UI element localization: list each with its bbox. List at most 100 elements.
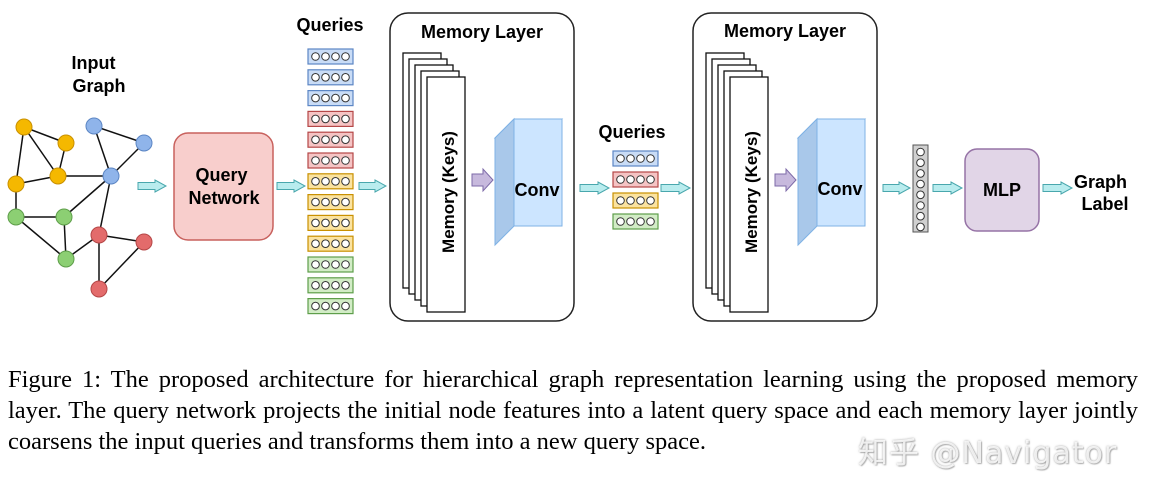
graph-node	[135, 233, 153, 251]
query-vector-cell	[331, 281, 340, 290]
conv-side-face	[797, 117, 818, 247]
query-vector-cell	[646, 154, 655, 163]
vector-cell	[916, 179, 925, 189]
query-vector-cell	[331, 156, 340, 165]
query-vector-cell	[341, 260, 350, 269]
query-vector	[612, 171, 659, 188]
graph-edge	[98, 175, 112, 236]
vector-cell	[916, 222, 925, 232]
query-vector-cell	[341, 177, 350, 186]
graph-edge	[15, 126, 25, 185]
query-vector-cell	[616, 217, 625, 226]
flow-arrow	[660, 181, 692, 195]
query-vector-cell	[636, 217, 645, 226]
vector-frame	[912, 144, 929, 233]
query-vector	[612, 192, 659, 209]
graph-edge	[93, 125, 112, 177]
figure-caption: Figure 1: The proposed architecture for …	[8, 366, 1138, 455]
query-vector	[307, 89, 354, 107]
query-vector-cell	[636, 175, 645, 184]
query-vector	[307, 298, 354, 315]
query-vector-cell	[311, 73, 320, 82]
query-vector-cell	[341, 135, 350, 144]
query-vector-cell	[311, 114, 320, 124]
graph-edge	[23, 126, 59, 177]
flow-arrow	[276, 179, 307, 193]
query-vector-cell	[646, 175, 655, 184]
query-vector-cell	[331, 301, 340, 311]
input-graph	[7, 117, 153, 298]
query-vector-cell	[331, 218, 340, 228]
query-vector-cell	[616, 196, 625, 205]
vector-cell	[916, 158, 925, 167]
input-graph-label: Input Graph	[72, 53, 126, 96]
query-vector-cell	[311, 260, 320, 269]
query-vector-cell	[636, 154, 645, 163]
query-vector	[307, 69, 354, 86]
graph-node	[49, 167, 67, 185]
query-vector-cell	[646, 217, 655, 226]
query-vector	[612, 150, 659, 167]
query-vector-cell	[311, 93, 320, 103]
query-vector	[307, 48, 354, 65]
query-network-box	[173, 132, 274, 241]
query-vector-cell	[331, 177, 340, 186]
flow-arrow	[932, 181, 964, 195]
memory-keys-label-1: Memory (Keys)	[439, 131, 458, 253]
memory-keys-label-2: Memory (Keys)	[742, 131, 761, 253]
memory-key-sheet	[426, 76, 466, 313]
vector-cell	[916, 201, 925, 210]
memory-keys-stack-1	[402, 52, 466, 313]
flow-arrow	[882, 181, 912, 195]
graph-node	[90, 226, 108, 244]
query-vector	[307, 131, 354, 148]
graph-node	[90, 280, 108, 298]
query-vector-cell	[311, 301, 320, 311]
query-vector-cell	[311, 239, 320, 248]
query-vector-cell	[341, 114, 350, 124]
query-vector-cell	[626, 175, 635, 184]
graph-edge	[93, 125, 145, 144]
query-vector	[307, 277, 354, 294]
query-vector-cell	[341, 73, 350, 82]
query-vector-cell	[331, 197, 340, 207]
conv-side-face	[494, 117, 515, 247]
query-vector-cell	[331, 73, 340, 82]
query-vector-cell	[341, 156, 350, 165]
graph-node	[135, 134, 153, 152]
query-vector-cell	[311, 52, 320, 61]
graph-node	[57, 134, 75, 152]
vector-cell	[916, 211, 925, 221]
conv-front-face	[816, 118, 866, 227]
graph-node	[57, 250, 75, 268]
query-vector-cell	[331, 114, 340, 124]
query-vector-cell	[321, 197, 330, 207]
output-embedding-vector	[912, 144, 929, 233]
query-vector-cell	[341, 218, 350, 228]
query-vector	[307, 152, 354, 169]
query-vector-cell	[331, 52, 340, 61]
query-vector-cell	[626, 217, 635, 226]
query-vector-cell	[321, 156, 330, 165]
conv-label-2: Conv	[818, 179, 863, 199]
memory-layer-2-title: Memory Layer	[724, 21, 846, 41]
query-vector-cell	[616, 175, 625, 184]
graph-node	[7, 175, 25, 193]
query-vector-cell	[311, 177, 320, 186]
query-vector-cell	[321, 93, 330, 103]
graph-node	[15, 118, 33, 136]
query-vector-cell	[341, 52, 350, 61]
query-vector-cell	[626, 196, 635, 205]
graph-node	[7, 208, 25, 226]
attention-arrow	[774, 167, 797, 193]
query-vector-cell	[321, 239, 330, 248]
flow-arrow	[137, 179, 168, 193]
query-vector-cell	[341, 197, 350, 207]
graph-node	[55, 208, 73, 226]
query-vector-cell	[636, 196, 645, 205]
graph-edge	[15, 216, 67, 260]
query-vector-cell	[311, 135, 320, 144]
queries-label-2: Queries	[598, 122, 665, 142]
conv-block-1	[493, 117, 564, 247]
memory-key-sheet	[729, 76, 769, 313]
